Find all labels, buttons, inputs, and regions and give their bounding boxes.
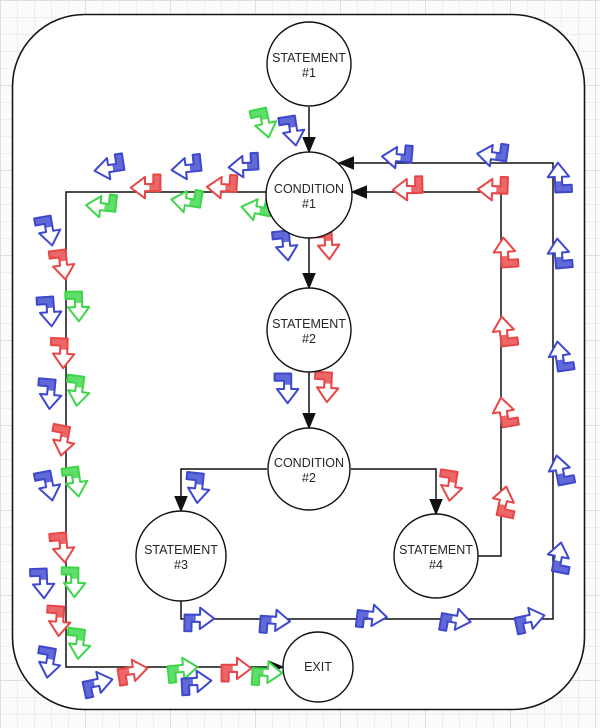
- node-circle-exit: [282, 631, 354, 703]
- node-circle-condition-1: [265, 151, 353, 239]
- node-statement-3: STATEMENT#3: [135, 510, 227, 602]
- node-label-condition-2: CONDITION#2: [274, 456, 344, 485]
- edge-s4-to-c1: [350, 185, 502, 557]
- edge-c2-to-s3: [174, 468, 267, 513]
- node-label-statement-1: STATEMENT#1: [272, 51, 346, 80]
- edge-s3-to-c1: [180, 156, 554, 620]
- node-label-exit: EXIT: [304, 660, 332, 674]
- node-circle-statement-3: [135, 510, 227, 602]
- node-statement-1: STATEMENT#1: [266, 21, 352, 107]
- node-circle-statement-4: [393, 513, 479, 599]
- node-label-statement-3: STATEMENT#3: [144, 543, 218, 572]
- node-label-condition-1: CONDITION#1: [274, 182, 344, 211]
- node-circle-condition-2: [267, 427, 351, 511]
- node-circle-statement-1: [266, 21, 352, 107]
- node-condition-1: CONDITION#1: [265, 151, 353, 239]
- edge-c2-to-s4: [351, 468, 443, 516]
- node-statement-4: STATEMENT#4: [393, 513, 479, 599]
- node-circle-statement-2: [266, 287, 352, 373]
- node-condition-2: CONDITION#2: [267, 427, 351, 511]
- node-statement-2: STATEMENT#2: [266, 287, 352, 373]
- node-exit: EXIT: [282, 631, 354, 703]
- node-label-statement-4: STATEMENT#4: [399, 543, 473, 572]
- node-label-statement-2: STATEMENT#2: [272, 317, 346, 346]
